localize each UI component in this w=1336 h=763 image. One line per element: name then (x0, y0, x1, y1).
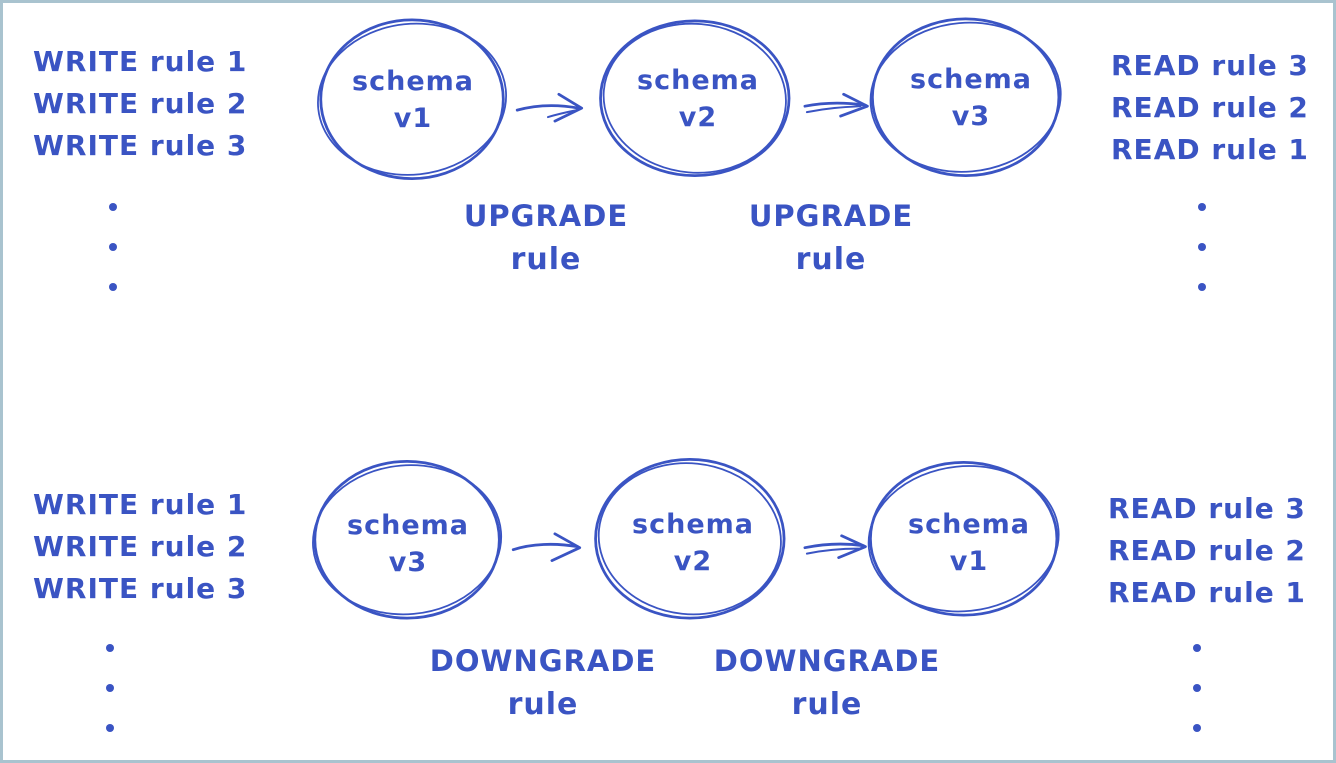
read-rule-item: READ rule 3 (1111, 49, 1309, 82)
schema-node-version: v3 (388, 547, 428, 578)
dot-icon (106, 684, 114, 692)
read-rule-item: READ rule 2 (1108, 534, 1306, 567)
upgrade-rule-label: UPGRADE rule (464, 194, 628, 282)
write-rule-item: WRITE rule 3 (33, 129, 248, 162)
dot-icon (109, 203, 117, 211)
schema-node-label: schema v1 (908, 506, 1030, 580)
schema-node-label: schema v2 (632, 506, 754, 580)
schema-node-version: v2 (678, 102, 718, 133)
read-rule-item: READ rule 3 (1108, 492, 1306, 525)
arrow-right-icon-top-2 (803, 92, 869, 118)
ellipsis-dots-read-top (1198, 203, 1206, 291)
read-rules-list-top: READ rule 3 READ rule 2 READ rule 1 (1111, 45, 1309, 171)
edge-label-top: DOWNGRADE (429, 644, 657, 678)
edge-label-top: UPGRADE (463, 199, 629, 233)
edge-label-bottom: rule (510, 242, 582, 277)
schema-node-title: schema (352, 66, 474, 97)
upgrade-rule-label: UPGRADE rule (749, 194, 913, 282)
arrow-right-icon-bottom-2 (803, 534, 867, 559)
dot-icon (109, 283, 117, 291)
schema-node-title: schema (908, 509, 1030, 540)
schema-node-version: v2 (673, 546, 713, 577)
schema-node-label: schema v3 (910, 61, 1032, 135)
read-rules-list-bottom: READ rule 3 READ rule 2 READ rule 1 (1108, 488, 1306, 614)
edge-label-top: UPGRADE (748, 199, 914, 233)
dot-icon (1198, 203, 1206, 211)
read-rule-item: READ rule 2 (1111, 91, 1309, 124)
ellipsis-dots-read-bottom (1193, 644, 1201, 732)
dot-icon (1193, 684, 1201, 692)
dot-icon (1193, 724, 1201, 732)
read-rule-item: READ rule 1 (1108, 576, 1306, 609)
schema-node-title: schema (347, 510, 469, 541)
downgrade-rule-label: DOWNGRADE rule (714, 639, 940, 727)
dot-icon (1198, 283, 1206, 291)
arrow-right-icon-top-1 (515, 92, 584, 123)
dot-icon (106, 724, 114, 732)
write-rule-item: WRITE rule 1 (33, 45, 248, 78)
dot-icon (106, 644, 114, 652)
read-rule-item: READ rule 1 (1111, 133, 1309, 166)
schema-node-title: schema (632, 509, 754, 540)
schema-node-label: schema v2 (637, 62, 759, 136)
edge-label-bottom: rule (795, 242, 867, 277)
edge-label-bottom: rule (791, 687, 863, 722)
edge-label-top: DOWNGRADE (713, 644, 941, 678)
write-rule-item: WRITE rule 1 (33, 488, 248, 521)
ellipsis-dots-write-top (109, 203, 117, 291)
schema-node-title: schema (910, 64, 1032, 95)
edge-label-bottom: rule (507, 687, 579, 722)
schema-node-label: schema v3 (347, 507, 469, 581)
arrow-right-icon-bottom-1 (511, 532, 582, 562)
dot-icon (1198, 243, 1206, 251)
schema-node-version: v3 (951, 101, 991, 132)
schema-node-label: schema v1 (352, 63, 474, 137)
dot-icon (109, 243, 117, 251)
dot-icon (1193, 644, 1201, 652)
write-rules-list-top: WRITE rule 1 WRITE rule 2 WRITE rule 3 (33, 41, 247, 167)
schema-node-version: v1 (393, 103, 433, 134)
schema-node-title: schema (637, 65, 759, 96)
downgrade-rule-label: DOWNGRADE rule (430, 639, 656, 727)
write-rules-list-bottom: WRITE rule 1 WRITE rule 2 WRITE rule 3 (33, 484, 247, 610)
schema-node-version: v1 (949, 546, 989, 577)
write-rule-item: WRITE rule 2 (33, 530, 248, 563)
ellipsis-dots-write-bottom (106, 644, 114, 732)
write-rule-item: WRITE rule 2 (33, 87, 248, 120)
write-rule-item: WRITE rule 3 (33, 572, 248, 605)
